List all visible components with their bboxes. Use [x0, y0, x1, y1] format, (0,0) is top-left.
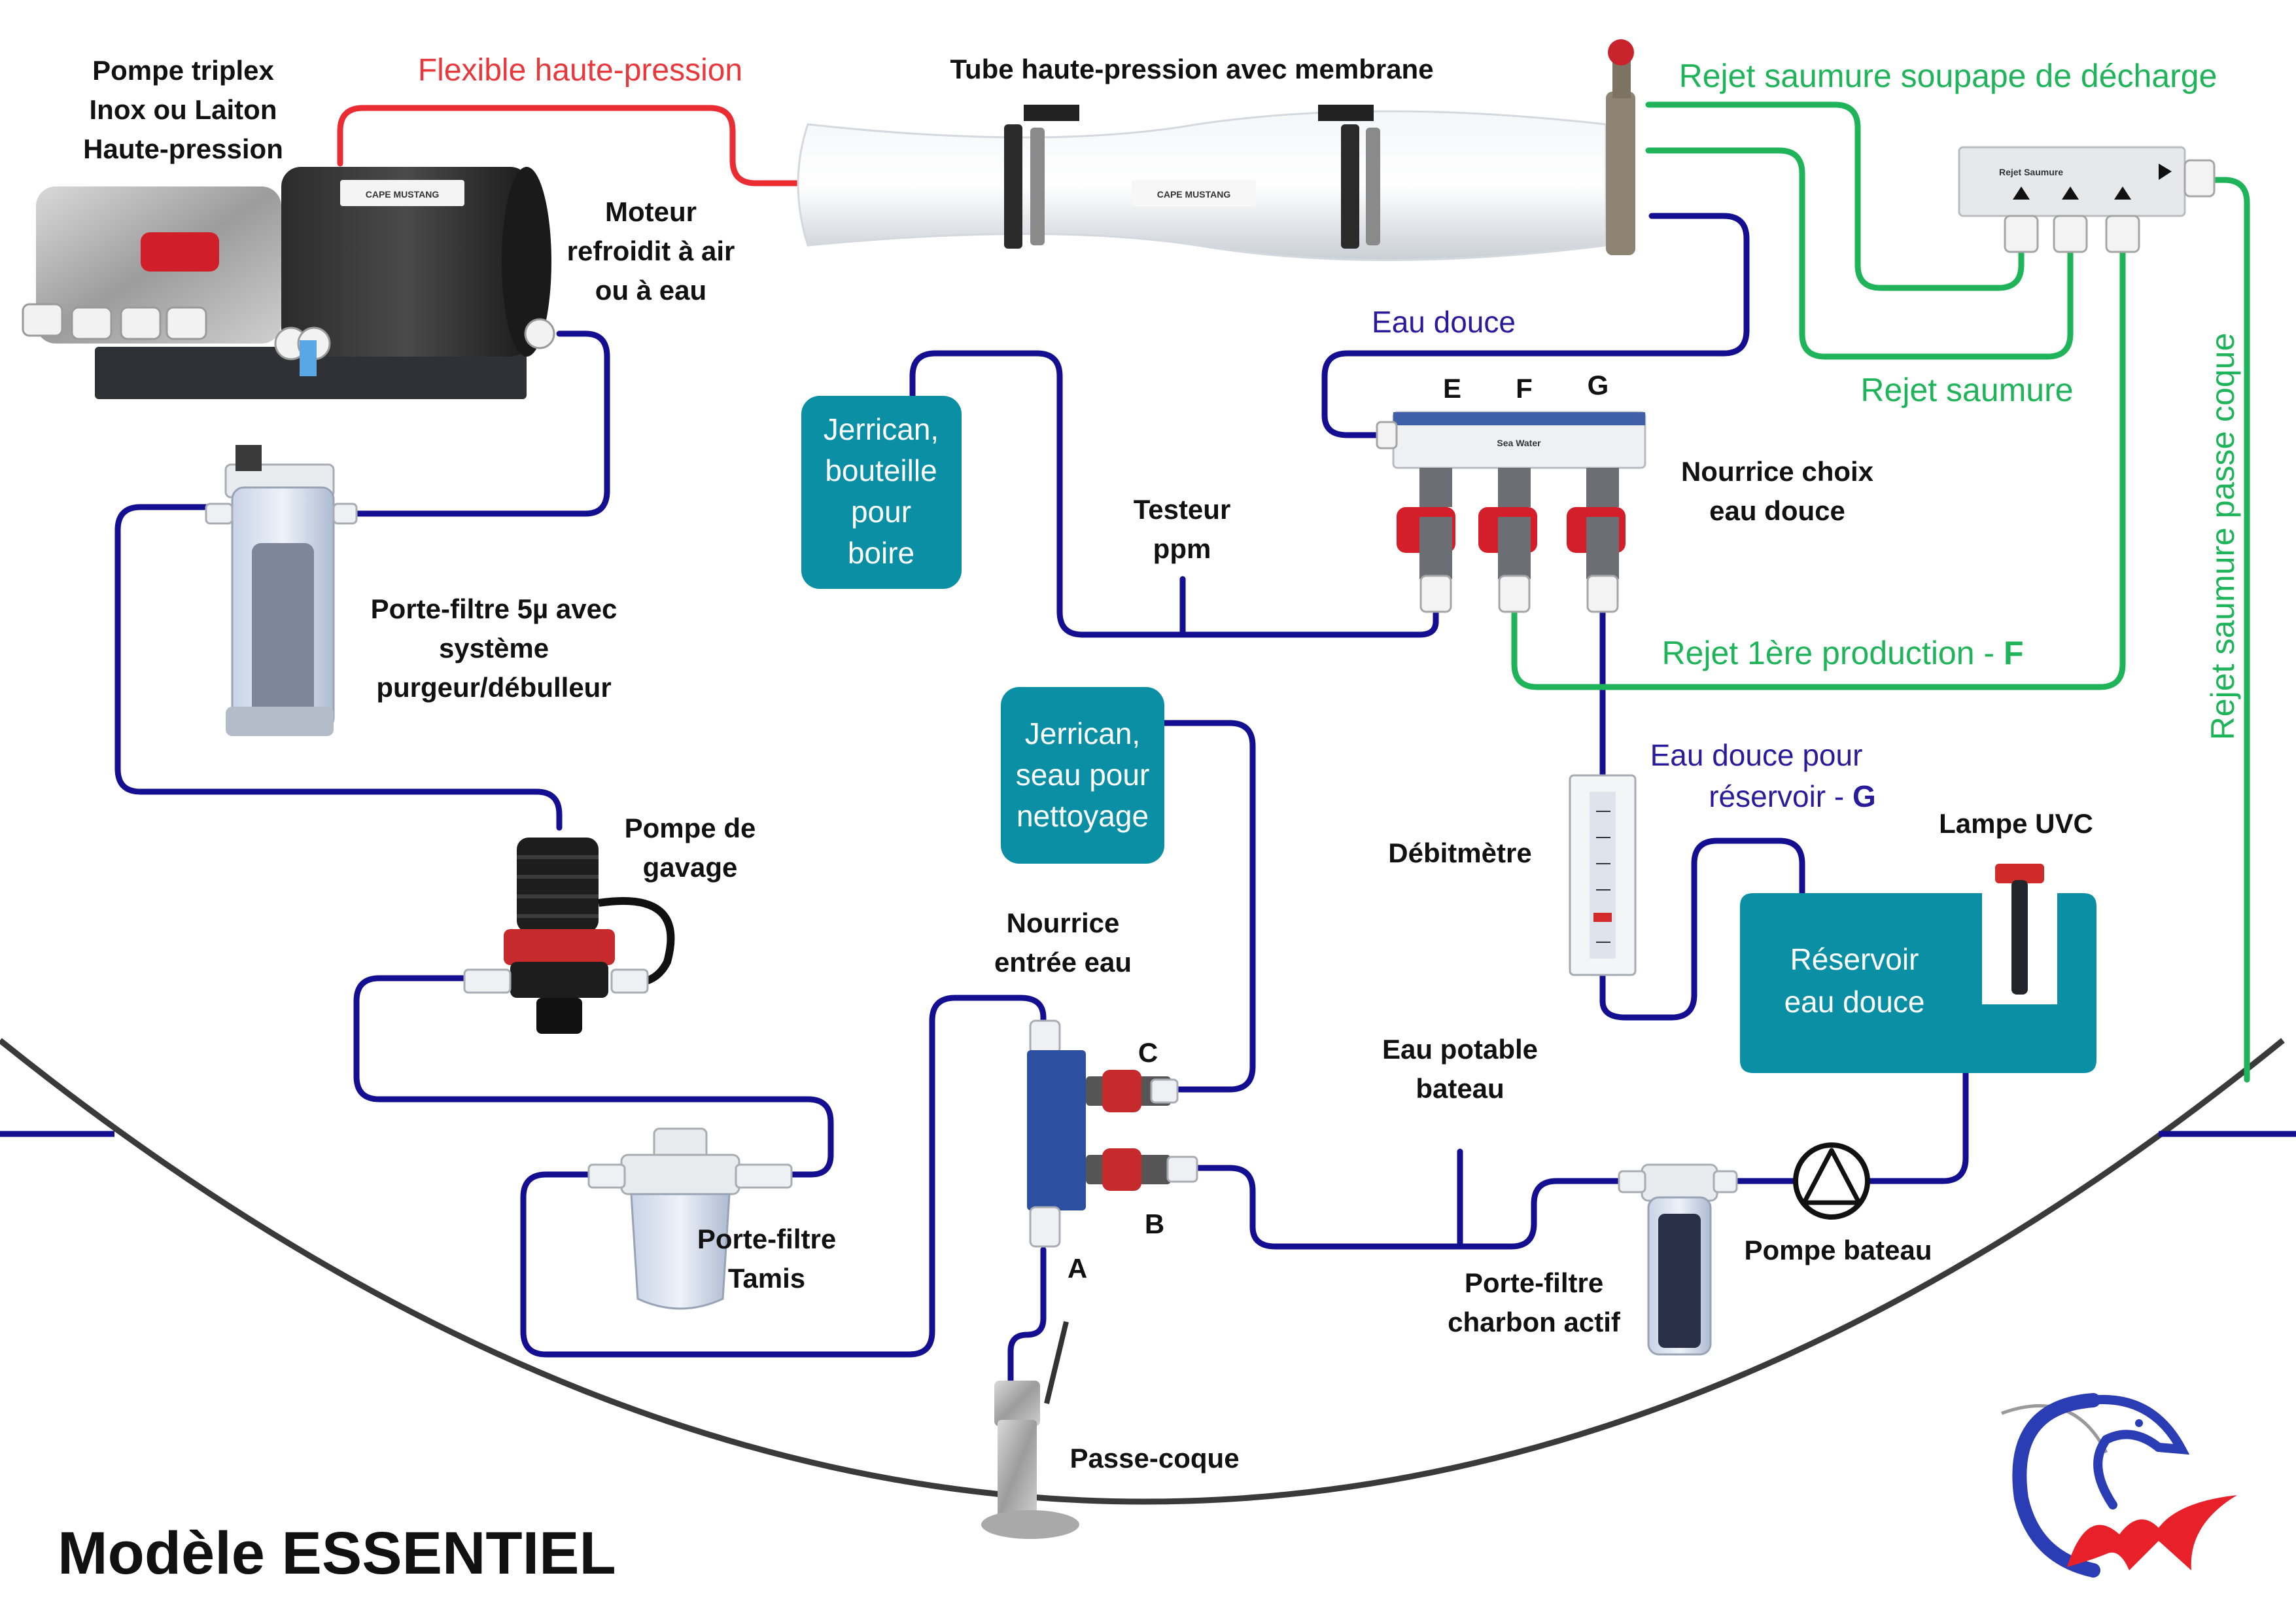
reservoir-line-1: Réservoir — [1790, 942, 1919, 976]
label-eau-douce-reservoir-1: Eau douce pour — [1650, 738, 1863, 772]
pipes-green — [1511, 101, 2250, 1083]
label-pompe-triplex-2: Inox ou Laiton — [90, 94, 277, 125]
label-rejet-1ere-letter: F — [2004, 635, 2024, 671]
jerrican-boire-line-1: Jerrican, — [824, 412, 939, 446]
label-lampe-uvc: Lampe UVC — [1939, 808, 2093, 839]
label-testeur-2: ppm — [1153, 533, 1211, 564]
label-passe-coque: Passe-coque — [1070, 1443, 1239, 1474]
label-debitmetre: Débitmètre — [1388, 838, 1531, 868]
label-eau-douce-reservoir-2: réservoir - G — [1709, 779, 1876, 813]
reservoir-box: Réservoir eau douce — [1740, 893, 2096, 1073]
filter-5micron-icon — [205, 445, 358, 736]
reservoir-line-2: eau douce — [1784, 985, 1925, 1019]
pump-gavage-icon — [463, 838, 675, 1034]
label-eau-potable-1: Eau potable — [1382, 1034, 1538, 1065]
label-letter-a: A — [1068, 1253, 1087, 1284]
label-letter-c: C — [1138, 1037, 1158, 1068]
jerrican-boire-line-2: bouteille — [825, 453, 937, 487]
jerrican-boire-box: Jerrican, bouteille pour boire — [801, 396, 962, 589]
pipes-red — [337, 105, 801, 186]
label-letter-b: B — [1145, 1209, 1164, 1239]
labels: Pompe triplex Inox ou Laiton Haute-press… — [58, 53, 2241, 1587]
label-nourrice-choix-2: eau douce — [1709, 495, 1845, 526]
pipes-blue — [114, 213, 1969, 1397]
label-eau-douce-reservoir-2-text: réservoir - — [1709, 779, 1852, 813]
manifold-rejet-saumure: Rejet Saumure — [1958, 146, 2216, 253]
label-nourrice-choix-1: Nourrice choix — [1681, 456, 1874, 487]
label-porte-filtre-charbon-2: charbon actif — [1448, 1307, 1621, 1337]
label-rejet-soupape: Rejet saumure soupape de décharge — [1679, 58, 2218, 94]
label-rejet-1ere: Rejet 1ère production - F — [1661, 635, 2023, 671]
label-rejet-saumure: Rejet saumure — [1860, 372, 2073, 408]
page-title: Modèle ESSENTIEL — [58, 1520, 616, 1587]
manifold-sea-water-label: Sea Water — [1497, 438, 1541, 448]
label-moteur-3: ou à eau — [595, 275, 706, 306]
jerrican-nettoyage-line-2: seau pour — [1016, 758, 1150, 792]
flowmeter-icon — [1569, 774, 1637, 976]
dolphin-logo-icon — [2001, 1393, 2237, 1578]
jerrican-nettoyage-line-3: nettoyage — [1017, 799, 1149, 833]
label-pompe-triplex-1: Pompe triplex — [92, 55, 274, 86]
manifold-rejet-label: Rejet Saumure — [1999, 167, 2063, 177]
label-nourrice-entree-2: entrée eau — [994, 947, 1132, 978]
valve-icon — [1102, 1070, 1141, 1112]
label-moteur-1: Moteur — [605, 196, 697, 227]
label-porte-filtre-charbon-1: Porte-filtre — [1465, 1267, 1603, 1298]
label-pompe-gavage-2: gavage — [643, 852, 738, 883]
label-pompe-triplex-3: Haute-pression — [83, 133, 283, 164]
label-porte-filtre-tamis-1: Porte-filtre — [697, 1224, 836, 1254]
label-letter-g: G — [1588, 370, 1609, 400]
boat-hull — [0, 1038, 2296, 1505]
jerrican-boire-line-3: pour — [851, 495, 911, 529]
label-eau-potable-2: bateau — [1416, 1073, 1504, 1104]
label-pompe-gavage-1: Pompe de — [625, 813, 756, 843]
label-rejet-passe-coque: Rejet saumure passe coque — [2204, 333, 2241, 741]
jerrican-boire-line-4: boire — [848, 536, 914, 570]
valve-icon — [1102, 1148, 1141, 1191]
label-letter-e: E — [1443, 373, 1461, 404]
filter-tamis-icon — [587, 1127, 793, 1310]
label-eau-douce-reservoir-letter: G — [1852, 779, 1876, 813]
filter-charbon-icon — [1618, 1163, 1738, 1356]
label-porte-filtre-5-3: purgeur/débulleur — [376, 672, 611, 703]
label-testeur-1: Testeur — [1134, 494, 1231, 525]
label-pompe-bateau: Pompe bateau — [1744, 1235, 1932, 1265]
label-porte-filtre-tamis-2: Tamis — [728, 1263, 805, 1294]
label-rejet-1ere-text: Rejet 1ère production - — [1661, 635, 2004, 671]
label-nourrice-entree-1: Nourrice — [1007, 908, 1120, 938]
jerrican-nettoyage-line-1: Jerrican, — [1025, 716, 1140, 750]
label-flexible: Flexible haute-pression — [418, 53, 742, 88]
nourrice-entree-manifold — [1027, 1019, 1198, 1248]
label-letter-f: F — [1516, 373, 1533, 404]
membrane-tube-icon: CAPE MUSTANG — [797, 39, 1635, 261]
nourrice-choix-manifold: Sea Water — [1376, 411, 1646, 613]
membrane-brand-label: CAPE MUSTANG — [1157, 189, 1231, 200]
thru-hull-icon — [981, 1321, 1079, 1539]
label-moteur-2: refroidit à air — [567, 236, 735, 266]
label-tube: Tube haute-pression avec membrane — [950, 54, 1433, 84]
uv-lamp-icon — [1995, 864, 2044, 995]
label-eau-douce: Eau douce — [1372, 305, 1516, 339]
label-porte-filtre-5-2: système — [439, 633, 549, 663]
pump-circle-icon — [1793, 1142, 1870, 1220]
label-porte-filtre-5-1: Porte-filtre 5µ avec — [371, 593, 617, 624]
jerrican-nettoyage-box: Jerrican, seau pour nettoyage — [1001, 687, 1164, 864]
pump-triplex-icon: CAPE MUSTANG — [22, 167, 555, 399]
motor-brand-label: CAPE MUSTANG — [366, 189, 440, 200]
